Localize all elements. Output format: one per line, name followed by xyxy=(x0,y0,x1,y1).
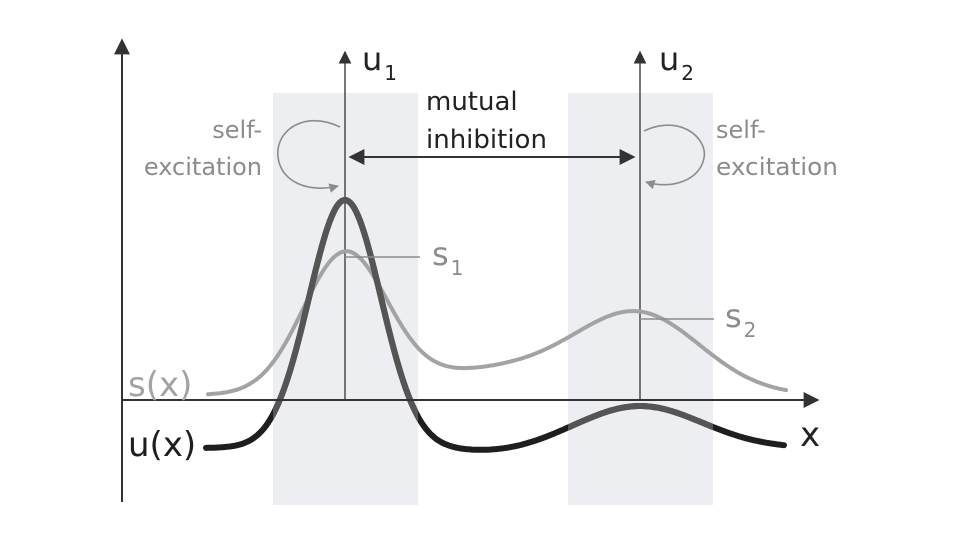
ux-label: u(x) xyxy=(128,425,196,465)
x-axis-label: x xyxy=(800,415,820,455)
self-excitation-loop-left xyxy=(277,119,341,193)
self-left-label-line2: excitation xyxy=(144,153,262,181)
self-left-label-line1: self- xyxy=(212,116,262,144)
self-right-label-line2: excitation xyxy=(716,153,838,181)
self-right-label-line1: self- xyxy=(716,116,766,144)
sx-label: s(x) xyxy=(128,365,192,405)
self-excitation-loop-right xyxy=(643,124,706,190)
mutual-label-line2: inhibition xyxy=(426,125,547,155)
mutual-label-line1: mutual xyxy=(426,87,518,117)
